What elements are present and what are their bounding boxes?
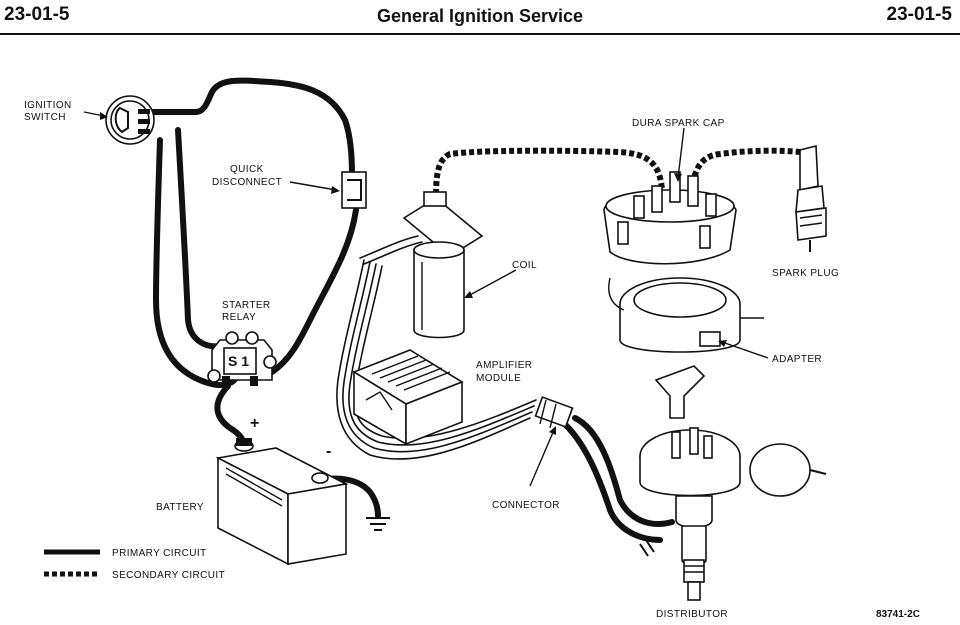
ignition-coil (402, 191, 484, 339)
ignition-switch (105, 95, 155, 145)
label-dura-spark-cap: DURA SPARK CAP (632, 118, 725, 129)
leader-lines (83, 111, 769, 487)
rotor (654, 365, 706, 419)
secondary-wiring (433, 147, 801, 203)
starter-relay (207, 331, 277, 386)
section-number-left: 23-01-5 (4, 4, 70, 25)
label-spark-plug: SPARK PLUG (772, 268, 839, 279)
legend-primary-label: PRIMARY CIRCUIT (112, 548, 207, 559)
distributor-adapter (608, 277, 764, 353)
spark-plug (795, 144, 827, 252)
label-adapter: ADAPTER (772, 354, 822, 365)
dura-spark-cap (603, 171, 737, 265)
amplifier-module (352, 349, 464, 446)
label-amplifier-module-1: AMPLIFIER (476, 360, 532, 371)
page-title: General Ignition Service (376, 6, 584, 26)
label-ignition-switch-2: SWITCH (24, 112, 66, 123)
legend-secondary-label: SECONDARY CIRCUIT (112, 570, 225, 581)
relay-marking: S 1 (228, 353, 249, 369)
header-rule (0, 33, 960, 35)
wiring-harness (336, 235, 675, 543)
label-quick-disconnect-2: DISCONNECT (212, 177, 282, 188)
label-starter-relay-2: RELAY (222, 312, 256, 323)
negative-terminal-sign: - (326, 443, 331, 460)
figure-id: 83741-2C (876, 609, 920, 620)
label-connector: CONNECTOR (492, 500, 560, 511)
label-distributor: DISTRIBUTOR (656, 609, 728, 620)
quick-disconnect (341, 171, 367, 209)
label-coil: COIL (512, 260, 537, 271)
connector (534, 396, 574, 429)
label-starter-relay-1: STARTER (222, 300, 271, 311)
label-amplifier-module-2: MODULE (476, 373, 521, 384)
section-number-right: 23-01-5 (886, 4, 953, 25)
label-ignition-switch-1: IGNITION (24, 100, 72, 111)
label-quick-disconnect-1: QUICK (230, 164, 264, 175)
ground-symbol (366, 517, 390, 531)
callout-labels: IGNITION SWITCH QUICK DISCONNECT STARTER… (24, 100, 920, 620)
distributor-body (639, 427, 827, 601)
label-battery: BATTERY (156, 502, 204, 513)
positive-terminal-sign: + (250, 415, 259, 432)
battery (215, 438, 349, 566)
legend: PRIMARY CIRCUIT SECONDARY CIRCUIT (44, 548, 225, 581)
